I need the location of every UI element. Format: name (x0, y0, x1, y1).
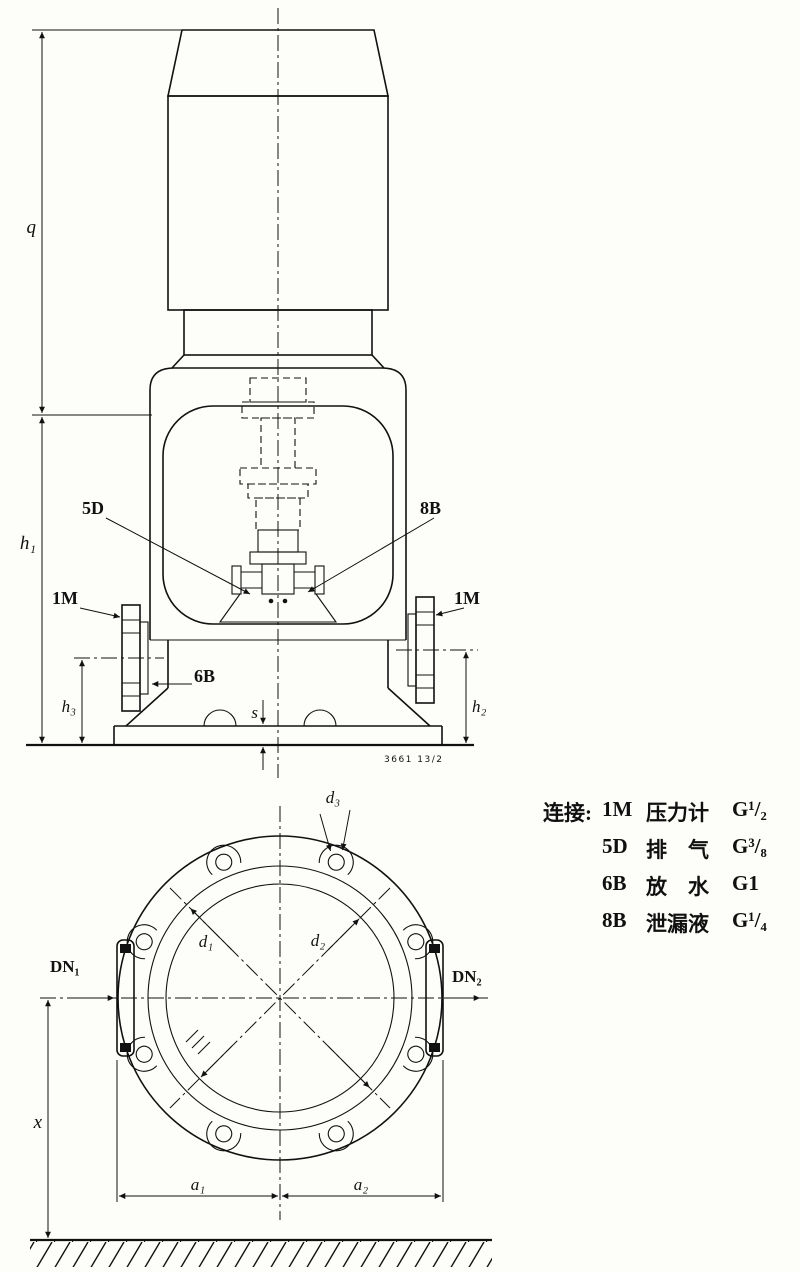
legend-thread: G1 (732, 871, 759, 895)
legend-title: 连接: (543, 801, 592, 825)
legend-rows: 1M 压力计 G¹/₂ 5D 排 气 G³/₈ 6B 放 水 G1 8B 泄漏液… (602, 797, 767, 945)
flange-outer-circle (117, 835, 443, 1161)
callout-label-5d: 5D (82, 498, 104, 518)
dim-label-h3: h₃ (62, 697, 77, 716)
plan-diagonal-2 (169, 887, 391, 1109)
legend-desc: 放 水 (646, 875, 709, 899)
nozzle-label-dn2: DN₂ (452, 967, 482, 986)
legend-thread: G¹/₂ (732, 797, 767, 821)
legend-code: 5D (602, 834, 628, 858)
plan-left-flange (116, 939, 135, 1057)
casing-circle (147, 865, 413, 1131)
plan-dimensions (45, 809, 480, 1238)
nozzle-label-dn1: DN₁ (50, 957, 80, 976)
coupling-hidden-lines (239, 377, 317, 531)
legend-desc: 排 气 (646, 838, 709, 862)
legend-code: 6B (602, 871, 627, 895)
leader-1m-left (79, 607, 121, 619)
dim-arrow-d1-upper (190, 908, 233, 951)
legend-code: 1M (602, 797, 633, 821)
dim-arrow-d2-upper (327, 918, 360, 951)
leader-8b (307, 517, 435, 593)
dim-label-d1: d₁ (199, 932, 213, 951)
casing-window (162, 405, 394, 625)
callout-label-1m-left: 1M (52, 588, 78, 608)
dim-arrow-d1-lower (327, 1045, 370, 1088)
dim-label-h2: h₂ (472, 697, 487, 716)
plan-view: d₁ d₂ d₃ DN₁ DN₂ a₁ a₂ x (30, 788, 492, 1267)
leader-5d (105, 517, 251, 595)
legend-desc: 泄漏液 (646, 912, 709, 936)
dim-label-q: q (27, 217, 37, 238)
legend-item-8b: 8B 泄漏液 G¹/₄ (602, 908, 767, 938)
surface-marks (185, 1029, 211, 1055)
legend-item-6b: 6B 放 水 G1 (602, 871, 767, 901)
pump-base (113, 640, 443, 744)
legend-thread: G³/₈ (732, 834, 767, 858)
bore-circle (165, 883, 395, 1113)
dim-label-a1: a₁ (191, 1175, 205, 1194)
dim-arrow-d3-right (340, 809, 351, 851)
callout-label-1m-right: 1M (454, 588, 480, 608)
leader-1m-right (435, 607, 465, 617)
dim-label-x: x (33, 1112, 43, 1133)
dim-arrow-d3-left (319, 813, 332, 852)
dim-arrow-d2-lower (200, 1045, 233, 1078)
legend-desc: 压力计 (646, 801, 709, 825)
ground-hatching (30, 1241, 492, 1267)
dim-label-d2: d₂ (311, 931, 326, 950)
callout-label-6b: 6B (194, 666, 215, 686)
callout-label-8b: 8B (420, 498, 441, 518)
motor-stool-outline (183, 309, 373, 356)
dim-label-s: s (251, 703, 258, 722)
dim-label-h1: h₁ (20, 533, 36, 554)
connection-legend: 连接: 1M 压力计 G¹/₂ 5D 排 气 G³/₈ 6B 放 水 G1 8B… (543, 797, 767, 945)
legend-item-5d: 5D 排 气 G³/₈ (602, 834, 767, 864)
plan-right-flange (425, 939, 444, 1057)
legend-thread: G¹/₄ (732, 908, 767, 932)
elevation-view: q h₁ h₃ h₂ s 5D 8B 1M 1M 6B 3661 13/2 (20, 8, 487, 778)
dim-label-a2: a₂ (354, 1175, 369, 1194)
legend-item-1m: 1M 压力计 G¹/₂ (602, 797, 767, 827)
dim-label-d3: d₃ (326, 788, 341, 807)
casing-outline (149, 367, 407, 640)
drawing-number: 3661 13/2 (384, 755, 443, 765)
pump-head (218, 529, 338, 623)
legend-code: 8B (602, 908, 627, 932)
elevation-dimensions (32, 29, 478, 770)
